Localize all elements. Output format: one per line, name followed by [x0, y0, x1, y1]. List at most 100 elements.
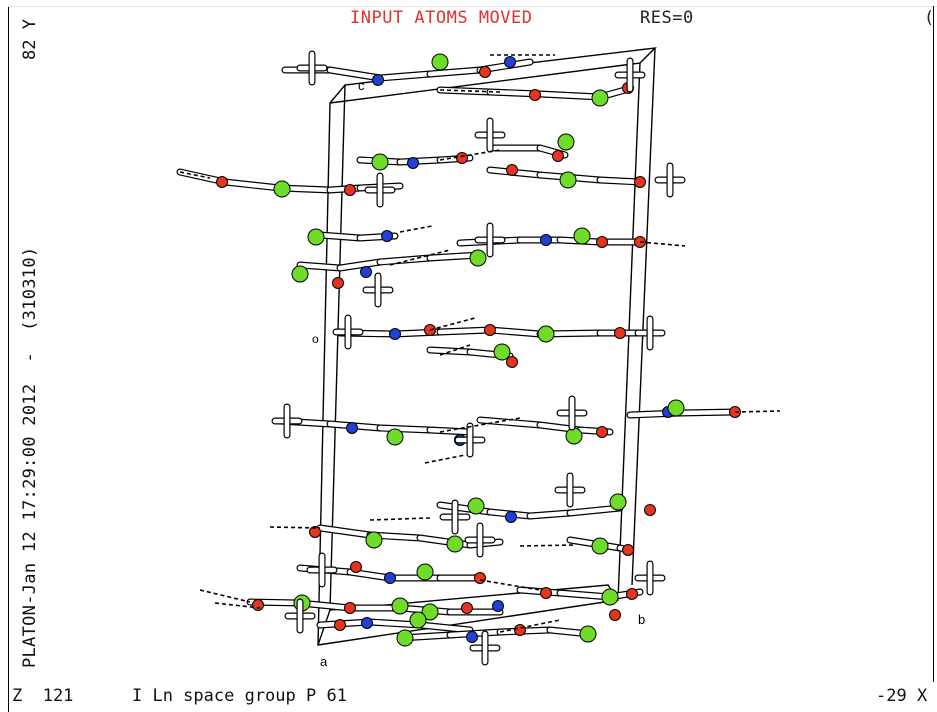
axis-label-c: c [358, 78, 365, 93]
nitrogen-atom [381, 230, 393, 242]
oxygen-atom [596, 236, 608, 248]
oxygen-atom [479, 66, 491, 78]
nitrogen-atom [504, 56, 516, 68]
footer-x-label: -29 X [876, 686, 928, 706]
hydrogen-bond-dashed [499, 619, 561, 633]
bond [317, 232, 363, 241]
oxygen-atom [216, 176, 228, 188]
nitrogen-atom [466, 631, 478, 643]
header-res: RES=0 [640, 8, 694, 28]
nitrogen-atom [389, 328, 401, 340]
chlorine-atom [557, 133, 575, 151]
chlorine-atom [421, 603, 439, 621]
oxygen-atom [350, 561, 362, 573]
hydrogen-bond-dashed [214, 602, 261, 609]
chlorine-atom [559, 171, 577, 189]
bond [347, 569, 393, 581]
hydrogen-bond-dashed [439, 344, 471, 356]
chlorine-atom [609, 493, 627, 511]
bond [377, 255, 433, 265]
bond [567, 505, 623, 516]
bond [477, 417, 543, 428]
bond [517, 587, 563, 596]
chlorine-atom [431, 53, 449, 71]
molecule-layers [176, 50, 781, 666]
oxygen-atom [514, 624, 526, 636]
oxygen-atom [622, 544, 634, 556]
hydrogen-bond-dashed [399, 225, 433, 233]
chlorine-atom [579, 625, 597, 643]
hydrogen-bond-dashed [369, 517, 431, 521]
hydrogen-bond-dashed [519, 544, 576, 547]
chlorine-atom [591, 537, 609, 555]
oxygen-atom [596, 426, 608, 438]
chlorine-atom [365, 531, 383, 549]
hydrogen-bond-dashed [429, 317, 476, 331]
oxygen-atom [252, 599, 264, 611]
bond [417, 622, 473, 633]
bond [437, 327, 493, 335]
bond [527, 510, 573, 519]
chlorine-atom [591, 89, 609, 107]
frame-left-border [8, 6, 9, 712]
chlorine-atom [291, 265, 309, 283]
hydrogen-bond-dashed [424, 454, 466, 464]
bond [327, 67, 383, 81]
hydrogen-bond-dashed [734, 410, 781, 413]
chlorine-atom [601, 588, 619, 606]
axis-label-a: a [320, 654, 328, 669]
oxygen-atom [334, 619, 346, 631]
bond [377, 425, 433, 433]
frame-top-border [8, 6, 937, 7]
oxygen-atom [626, 588, 638, 600]
chlorine-atom [537, 325, 555, 343]
bond [677, 409, 738, 416]
oxygen-atom [474, 572, 486, 584]
bond [427, 67, 483, 77]
bond [337, 259, 383, 271]
chlorine-atom [307, 228, 325, 246]
hydrogen-bond-dashed [389, 249, 451, 266]
nitrogen-atom [384, 572, 396, 584]
oxygen-atom [552, 150, 564, 162]
bond [537, 91, 603, 100]
bond [597, 177, 643, 185]
oxygen-atom [634, 176, 646, 188]
oxygen-atom [456, 152, 468, 164]
footer-z-label: Z 121 [12, 686, 74, 706]
chlorine-atom [396, 629, 414, 647]
oxygen-atom [506, 164, 518, 176]
chlorine-atom [469, 249, 487, 267]
header-title: INPUT ATOMS MOVED [350, 8, 533, 28]
nitrogen-atom [492, 600, 504, 612]
oxygen-atom [344, 184, 356, 196]
bond [222, 179, 283, 191]
nitrogen-atom [505, 511, 517, 523]
nitrogen-atom [407, 157, 419, 169]
oxygen-atom [614, 327, 626, 339]
hydrogen-bond-dashed [439, 149, 501, 161]
unit-cell-right-edge [631, 47, 656, 586]
oxygen-atom [506, 356, 518, 368]
footer-space-group: I Ln space group P 61 [132, 686, 347, 706]
oxygen-atom [461, 602, 473, 614]
bond [487, 327, 543, 337]
oxygen-atom [540, 587, 552, 599]
axis-label-b: b [638, 612, 645, 627]
oxygen-atom [529, 89, 541, 101]
oxygen-atom [484, 324, 496, 336]
oxygen-atom [344, 602, 356, 614]
chlorine-atom [409, 611, 427, 629]
chlorine-atom [273, 180, 291, 198]
chlorine-atom [493, 343, 511, 361]
hydrogen-bond-dashed [639, 241, 686, 247]
bond [377, 71, 433, 81]
hydrogen-bond-dashed [269, 526, 321, 529]
nitrogen-atom [360, 266, 372, 278]
bond [317, 525, 373, 538]
oxygen-atom [309, 526, 321, 538]
chlorine-atom [416, 563, 434, 581]
nitrogen-atom [346, 422, 358, 434]
axis-label-o: o [312, 332, 319, 346]
chlorine-atom [386, 428, 404, 446]
